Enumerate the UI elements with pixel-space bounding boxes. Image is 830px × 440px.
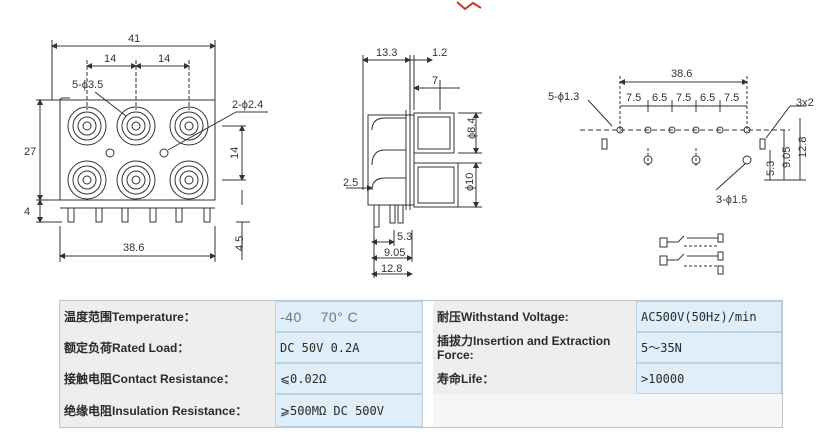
technical-drawings: 41 14 14 5-ϕ3.5 2-ϕ2.4 27 14 4 38.6 4.5	[24, 33, 814, 278]
dim-d3: 12.8	[381, 263, 402, 275]
dim-plate: 1.2	[432, 47, 447, 59]
dim-spacing-2: 6.5	[652, 92, 667, 104]
dim-spacing-5: 7.5	[724, 92, 739, 104]
dim-lead: 2.5	[343, 177, 358, 189]
dim-spacing-4: 6.5	[700, 92, 715, 104]
spec-insertion-value: 5～35N	[636, 332, 782, 363]
dim-dia-bottom: ϕ10	[464, 173, 476, 191]
dim-depth: 13.3	[376, 47, 397, 59]
dim-total: 38.6	[671, 68, 692, 80]
schematic-symbol	[659, 233, 724, 275]
spec-table: 温度范围Temperature： -40 70° C 额定负荷Rated Loa…	[59, 300, 783, 428]
dim-holes: 5-ϕ3.5	[72, 79, 103, 91]
spec-insertion-label: 插拔力Insertion and Extraction Force:	[433, 332, 636, 363]
spec-load-label: 额定负荷Rated Load：	[60, 332, 275, 363]
dim-spacing-1: 7.5	[626, 92, 641, 104]
spec-contact-label: 接触电阻Contact Resistance：	[60, 363, 275, 394]
dim-mount-holes: 2-ϕ2.4	[232, 99, 263, 111]
dim-v3: 12.8	[797, 137, 809, 158]
logo-fragment	[456, 1, 482, 11]
dim-pitch-right: 14	[158, 53, 170, 65]
spec-load-value: DC 50V 0.2A	[275, 332, 423, 363]
spec-insulation-label: 绝缘电阻Insulation Resistance：	[60, 394, 275, 427]
dim-d2: 9.05	[384, 247, 405, 259]
dim-spacing-3: 7.5	[676, 92, 691, 104]
footprint-view	[580, 76, 806, 191]
dim-row-pitch: 14	[229, 147, 241, 159]
dim-offset: 7	[432, 75, 438, 87]
spec-life-label: 寿命Life：	[433, 363, 636, 394]
dim-pin-len: 4	[24, 206, 30, 218]
dim-dia-top: ϕ8.4	[466, 118, 478, 139]
spec-insulation-value: ⩾500MΩ DC 500V	[275, 394, 423, 427]
dim-overall-width: 41	[128, 33, 140, 45]
spec-temperature-value: -40 70° C	[275, 301, 423, 332]
dim-height: 27	[24, 146, 36, 158]
dim-d1: 5.3	[397, 231, 412, 243]
dim-v1: 5.3	[765, 161, 777, 176]
dim-v2: 9.05	[781, 147, 793, 168]
spec-life-value: >10000	[636, 363, 782, 394]
spec-temperature-label: 温度范围Temperature：	[60, 301, 275, 332]
dim-base-width: 38.6	[123, 242, 144, 254]
spec-withstand-label: 耐压Withstand Voltage:	[433, 301, 636, 332]
spec-contact-value: ⩽0.02Ω	[275, 363, 423, 394]
dim-mount: 3-ϕ1.5	[716, 194, 747, 206]
footprint-view-labels: 38.6 7.5 6.5 7.5 6.5 7.5 5-ϕ1.3 3x2 3-ϕ1…	[548, 68, 814, 206]
dim-pads: 5-ϕ1.3	[548, 91, 579, 103]
spec-withstand-value: AC500V(50Hz)/min	[636, 301, 782, 332]
spec-empty-cell	[433, 394, 782, 427]
side-view-labels: 13.3 1.2 7 ϕ8.4 ϕ10 2.5 5.3 9.05 12.8	[343, 47, 478, 275]
side-view	[346, 55, 482, 278]
dim-slots: 3x2	[796, 97, 814, 109]
front-view	[36, 40, 268, 262]
dim-pitch-left: 14	[104, 53, 116, 65]
dim-pin-height: 4.5	[234, 236, 246, 251]
front-view-labels: 41 14 14 5-ϕ3.5 2-ϕ2.4 27 14 4 38.6 4.5	[24, 33, 263, 254]
